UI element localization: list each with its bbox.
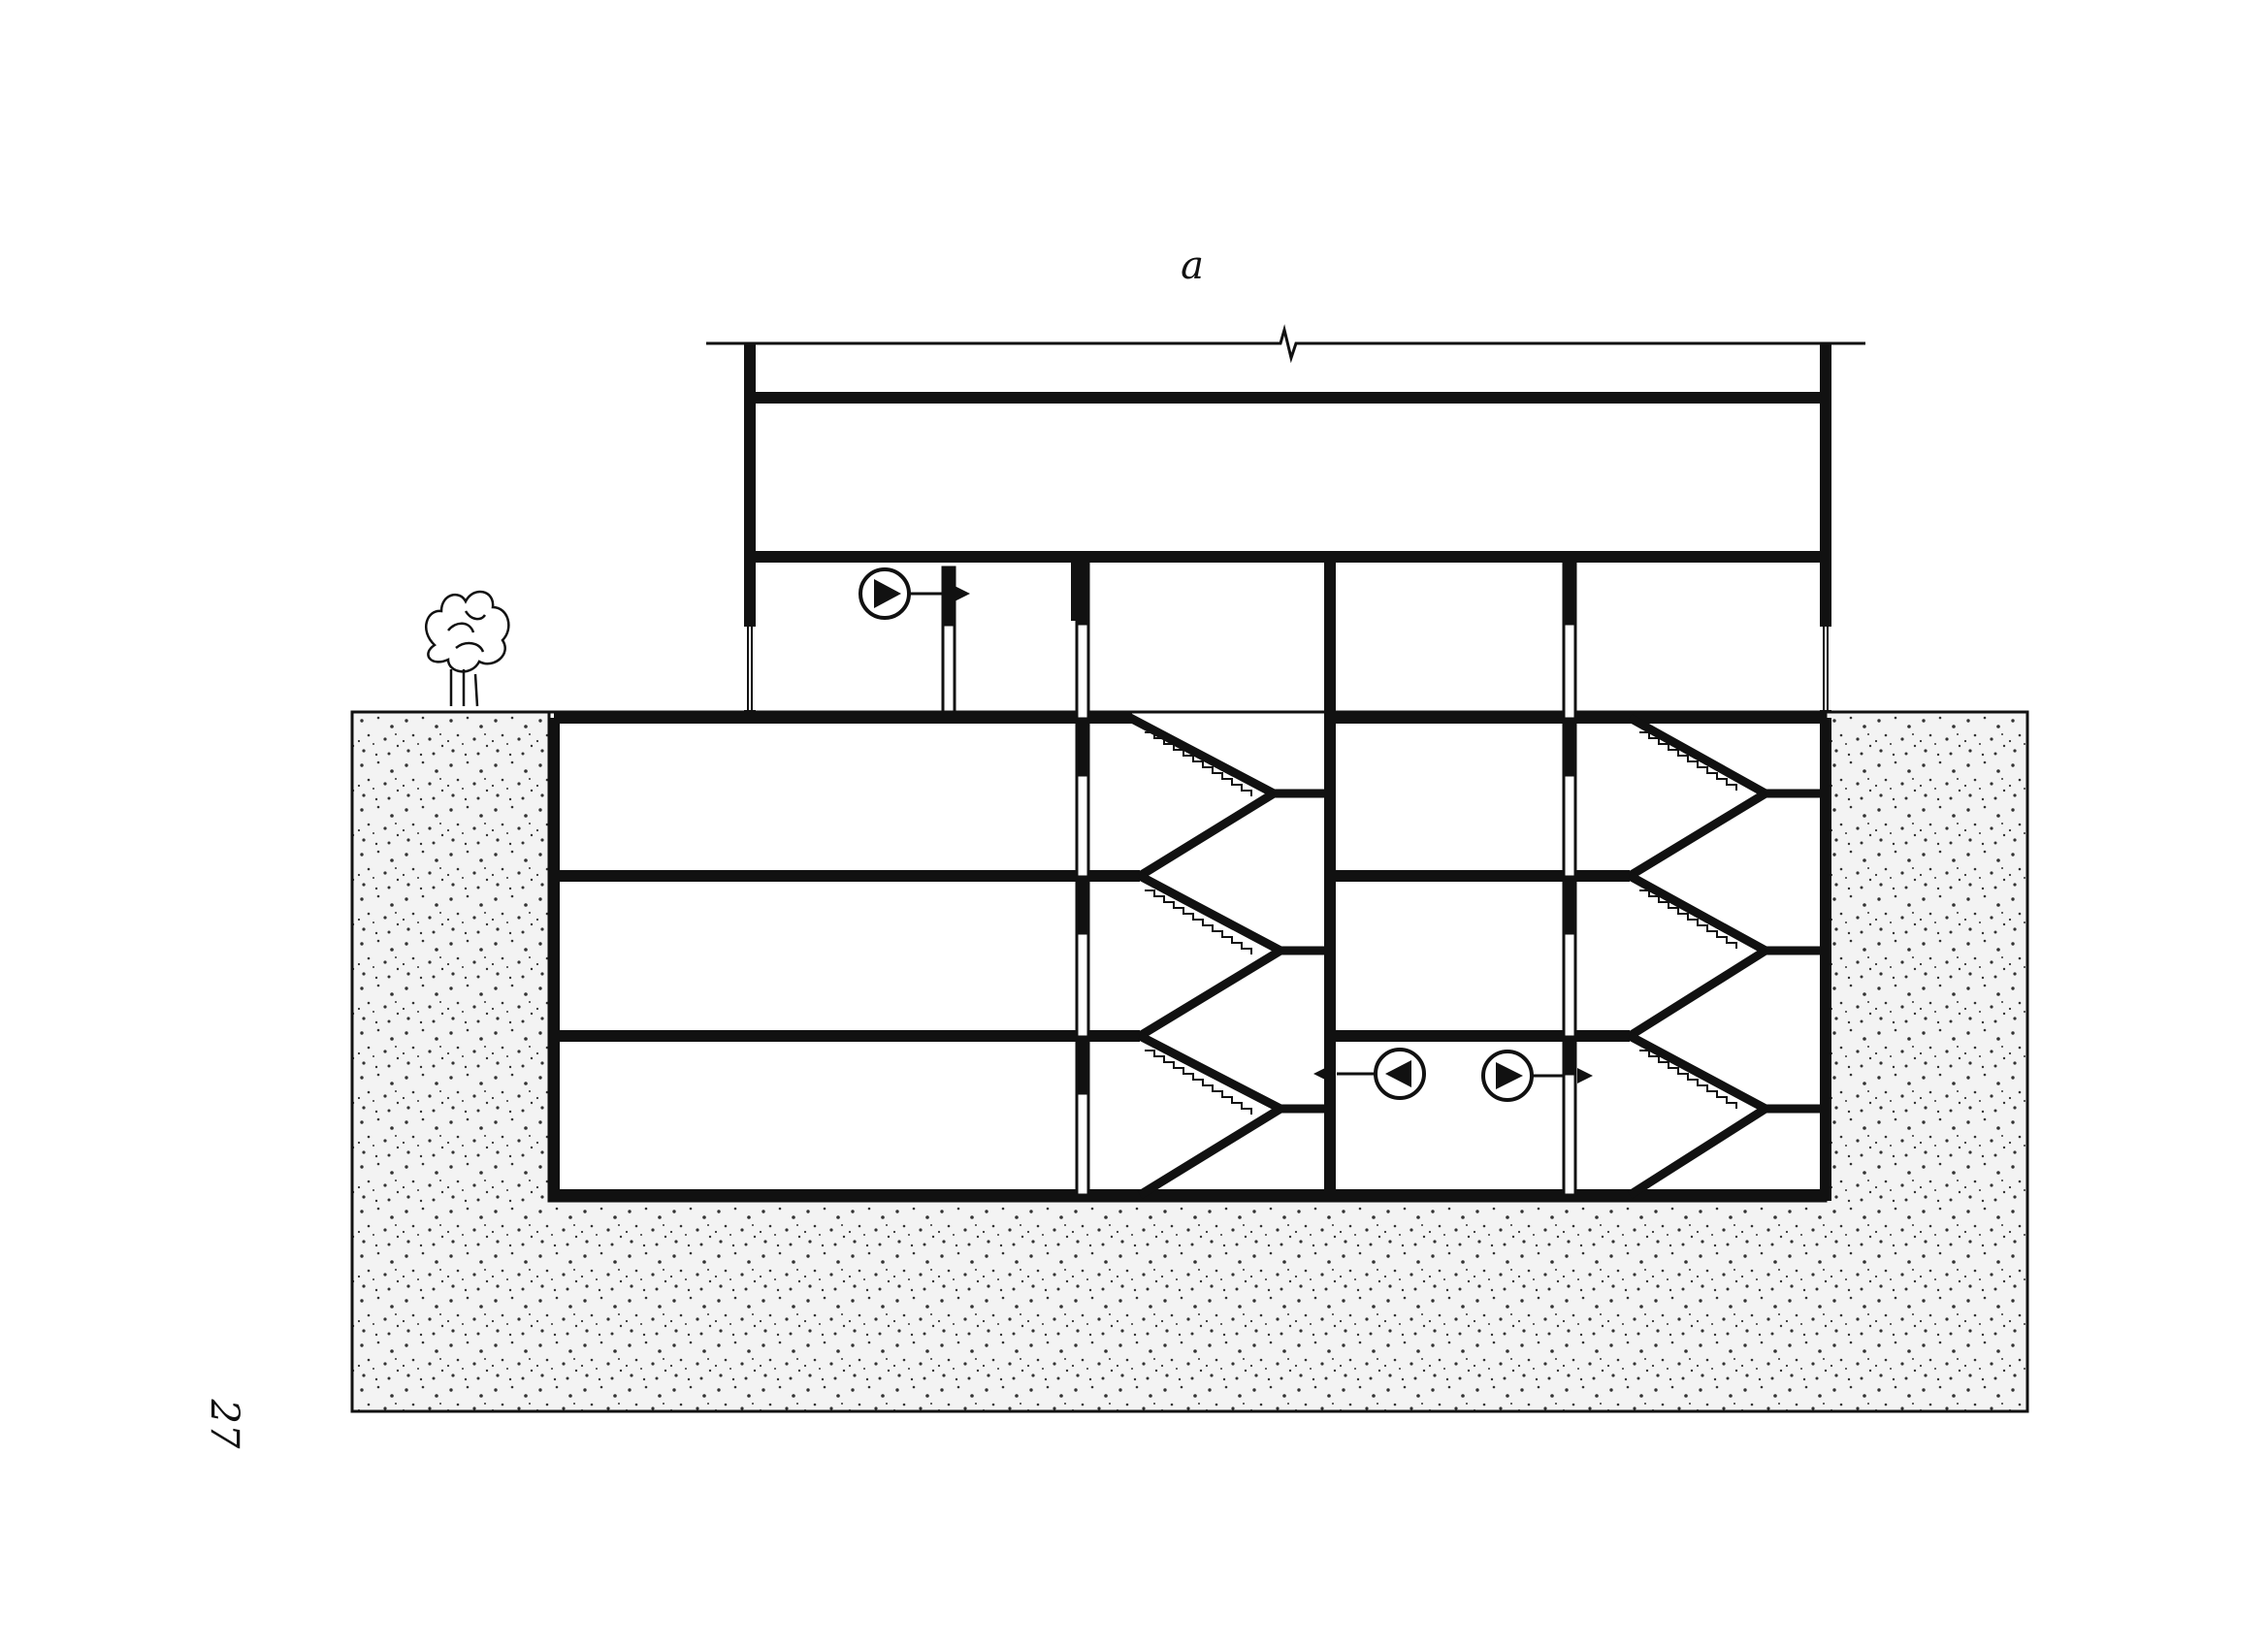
roof-break-line	[706, 324, 1865, 364]
stair-icon	[1137, 947, 1283, 1040]
page-number: 27	[202, 1399, 246, 1449]
vent-shaft-icon	[1562, 555, 1577, 1197]
stair-icon	[1127, 714, 1330, 798]
stair-icon	[1137, 790, 1277, 880]
vent-shaft-icon	[1071, 555, 1090, 1197]
stair-icon	[1627, 1105, 1768, 1199]
vent-shafts	[941, 555, 1577, 1197]
tree-icon	[424, 590, 510, 707]
stair-icon	[1137, 1105, 1283, 1199]
stair-icon	[1137, 872, 1330, 955]
fan-icon	[859, 567, 970, 620]
figure-label: a	[1181, 243, 1204, 288]
stair-treads	[1145, 731, 1737, 1115]
fan-icon	[1481, 1050, 1593, 1102]
upper-building	[706, 324, 1865, 712]
underground-structure	[548, 557, 1831, 1201]
vent-shaft-icon	[941, 566, 956, 714]
stair-icon	[1627, 790, 1768, 880]
stair-icon	[1137, 1032, 1330, 1114]
stairs	[1127, 714, 1826, 1199]
fan-icon	[1313, 1048, 1426, 1100]
stair-icon	[1627, 947, 1768, 1040]
